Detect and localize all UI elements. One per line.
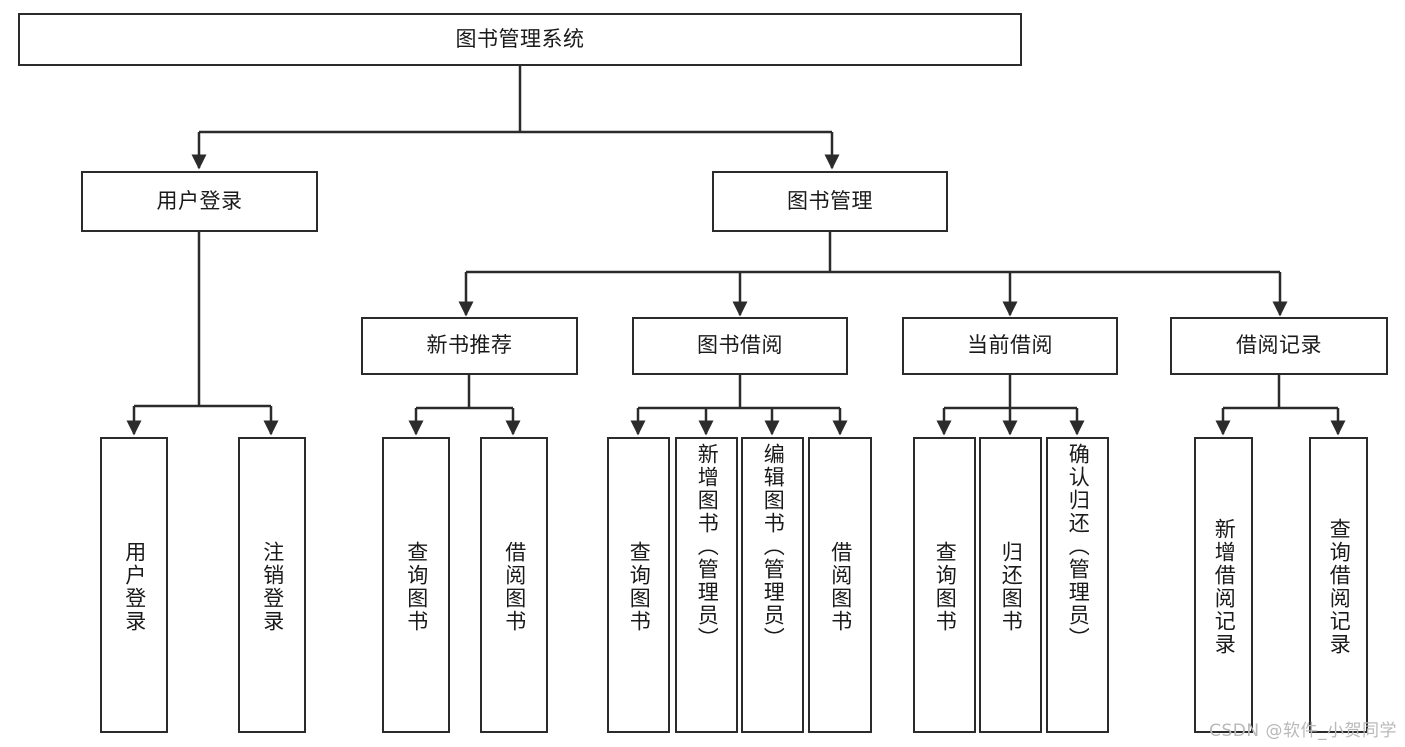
node-leaf-add-book[interactable]: 新增图书（管理员） [675,437,738,733]
node-label: 当前借阅 [967,333,1053,358]
node-label: 注销登录 [260,541,285,633]
node-leaf-logout[interactable]: 注销登录 [238,437,306,733]
node-leaf-query-book-1[interactable]: 查询图书 [382,437,450,733]
node-label: 查询图书 [933,541,958,633]
node-root-system[interactable]: 图书管理系统 [18,13,1022,66]
node-label: 编辑图书（管理员） [761,443,786,650]
node-book-manage[interactable]: 图书管理 [712,171,948,232]
csdn-watermark: CSDN @软件_小贺同学 [1209,721,1397,741]
node-label: 查询图书 [404,541,429,633]
node-current-borrow[interactable]: 当前借阅 [902,317,1118,375]
node-label: 查询借阅记录 [1327,518,1352,656]
node-label: 图书借阅 [697,333,783,358]
node-label: 新增图书（管理员） [695,443,720,650]
node-leaf-query-record[interactable]: 查询借阅记录 [1309,437,1368,733]
node-label: 图书管理系统 [455,26,585,51]
node-label: 新增借阅记录 [1212,518,1237,656]
node-user-login[interactable]: 用户登录 [81,171,318,232]
node-leaf-borrow-book-1[interactable]: 借阅图书 [480,437,548,733]
node-label: 图书管理 [787,188,873,213]
node-book-borrow[interactable]: 图书借阅 [632,317,848,375]
node-leaf-confirm-return[interactable]: 确认归还（管理员） [1046,437,1109,733]
node-leaf-user-login[interactable]: 用户登录 [100,437,168,733]
node-borrow-record[interactable]: 借阅记录 [1170,317,1388,375]
node-label: 归还图书 [999,541,1024,633]
node-new-book-rec[interactable]: 新书推荐 [361,317,578,375]
node-leaf-add-record[interactable]: 新增借阅记录 [1194,437,1253,733]
node-leaf-return-book[interactable]: 归还图书 [979,437,1042,733]
node-leaf-query-book-3[interactable]: 查询图书 [913,437,976,733]
node-label: 借阅记录 [1236,333,1322,358]
node-label: 确认归还（管理员） [1066,443,1091,650]
node-label: 查询图书 [627,541,652,633]
node-label: 新书推荐 [426,333,513,358]
node-leaf-borrow-book-2[interactable]: 借阅图书 [808,437,872,733]
node-label: 借阅图书 [828,541,853,633]
node-label: 用户登录 [122,541,147,633]
node-label: 用户登录 [156,188,243,213]
node-leaf-edit-book[interactable]: 编辑图书（管理员） [741,437,804,733]
node-leaf-query-book-2[interactable]: 查询图书 [607,437,670,733]
node-label: 借阅图书 [502,541,527,633]
